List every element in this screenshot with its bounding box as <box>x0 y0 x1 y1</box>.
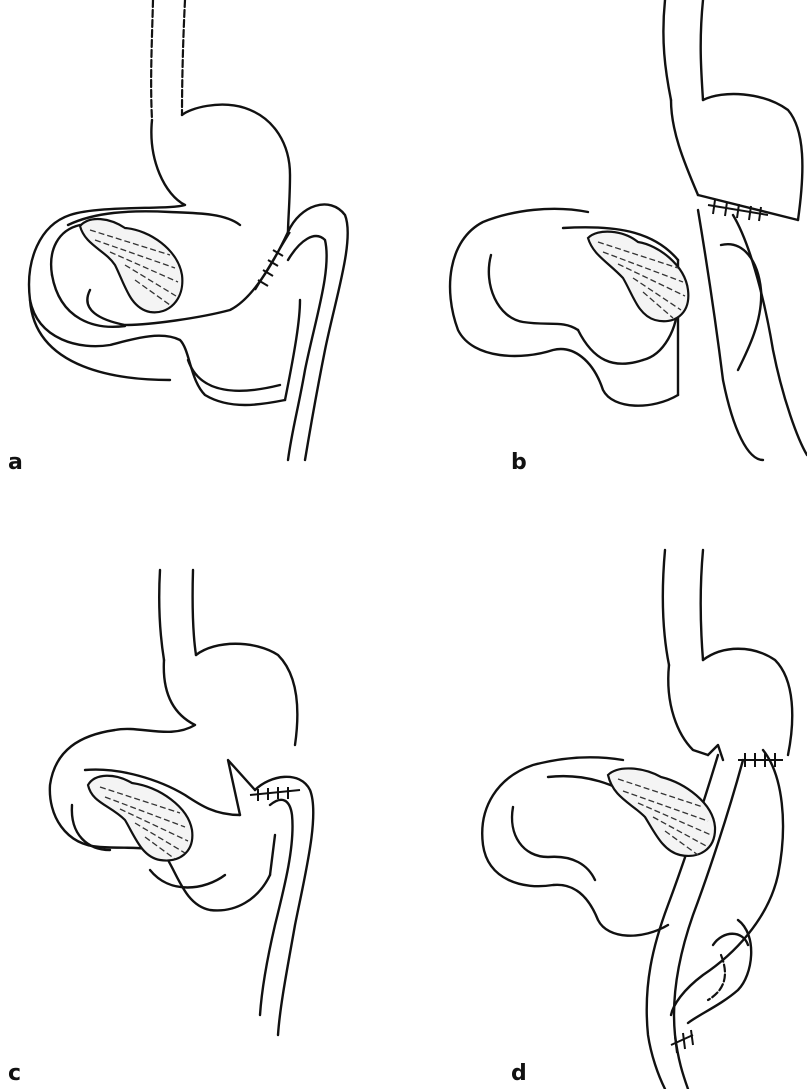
suture-line-a <box>255 232 290 290</box>
panel-label: c <box>8 1063 21 1085</box>
diagram-d <box>403 545 807 1089</box>
diagram-a <box>0 0 403 545</box>
duodenum-c <box>255 777 313 1035</box>
jejunal-loop-b <box>698 210 807 460</box>
diagram-c <box>0 545 403 1089</box>
ulcer-a <box>80 219 182 312</box>
panel-b: b <box>403 0 807 545</box>
ulcer-b <box>588 232 688 322</box>
panel-label: a <box>8 452 23 474</box>
panel-label: d <box>511 1063 527 1085</box>
panel-label: b <box>511 452 527 474</box>
diagram-b <box>403 0 807 545</box>
esophagus-b <box>663 0 703 100</box>
ulcer-d <box>608 768 715 855</box>
stomach-remnant-b <box>671 94 802 220</box>
duodenum-a <box>285 204 348 460</box>
esophagus-c <box>159 570 196 660</box>
suture-line-c <box>250 787 300 801</box>
esophagus-a <box>151 0 185 120</box>
panel-c: c <box>0 545 403 1089</box>
esophagus-d <box>663 550 703 665</box>
panel-a: a <box>0 0 403 545</box>
panel-d: d <box>403 545 807 1089</box>
suture-line-d-upper <box>738 753 783 767</box>
stomach-c <box>50 644 297 911</box>
